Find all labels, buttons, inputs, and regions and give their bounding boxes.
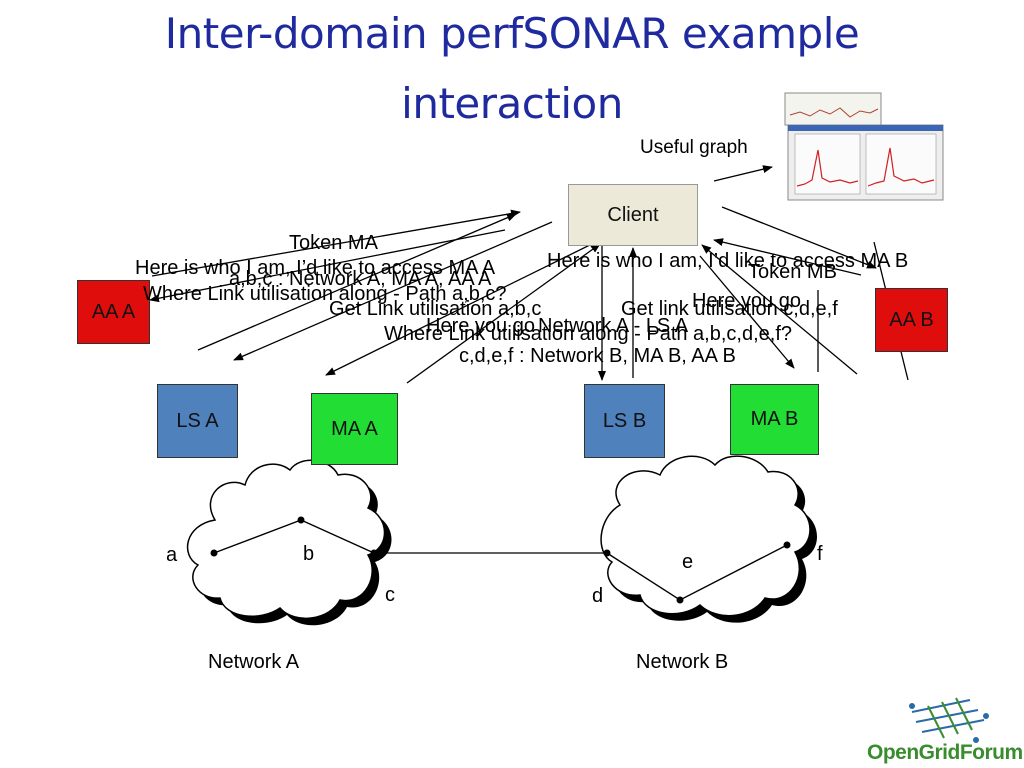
ls-b-box: LS B: [584, 384, 665, 458]
node-b-dot: [297, 516, 305, 524]
ogf-grid-logo-icon: [911, 697, 985, 739]
label-where-link-abc: Where Link utilisation along - Path a,b,…: [143, 283, 507, 305]
arrow-ma-a-reply: [406, 243, 601, 384]
node-label-e: e: [682, 551, 694, 573]
ma-b-box: MA B: [730, 384, 819, 455]
arrow-ma-b-reply: [701, 244, 858, 375]
label-here-you-go-b: Here you go: [692, 290, 801, 312]
slide-title-line1: Inter-domain perfSONAR example: [164, 9, 860, 58]
arrow-to-ma-a: [325, 239, 601, 376]
arrow-to-client-from-ls-a: [197, 213, 517, 351]
node-label-f: f: [817, 543, 823, 565]
network-b-cloud: [600, 455, 817, 623]
ls-a-box: LS A: [157, 384, 238, 458]
arrow-to-ls-a: [233, 221, 553, 361]
arrow-token-mb: [713, 238, 862, 276]
label-abc-network-a: a,b,c : Network A, MA A, AA A: [229, 268, 492, 290]
client-box: Client: [568, 184, 698, 246]
slide-title-line2: interaction: [401, 79, 623, 128]
useful-graph-image: [784, 92, 944, 201]
label-cdef-network-b: c,d,e,f : Network B, MA B, AA B: [459, 345, 736, 367]
node-e-dot: [676, 596, 684, 604]
node-a-dot: [210, 549, 218, 557]
node-label-c: c: [385, 584, 395, 606]
label-where-link-abcdef: Where Link utilisation along - Path a,b,…: [384, 323, 793, 345]
label-here-is-who-a: Here is who I am, I’d like to access MA …: [135, 257, 496, 279]
arrow-to-ma-b: [699, 255, 795, 369]
aa-b-box: AA B: [875, 288, 948, 352]
node-c-dot: [370, 549, 378, 557]
network-b-label: Network B: [636, 651, 729, 673]
network-a-cloud: [186, 459, 392, 626]
label-token-mb: Token MB: [748, 261, 837, 283]
ma-a-box: MA A: [311, 393, 398, 465]
arrow-client-to-graph: [713, 165, 773, 182]
label-network-a-ls-a: Network A - LS A: [538, 315, 689, 337]
ogf-logo-text: OpenGridForum: [867, 741, 1023, 764]
node-label-b: b: [303, 543, 315, 565]
arrow-token-ma: [151, 209, 521, 277]
network-a-label: Network A: [208, 651, 300, 673]
label-useful-graph: Useful graph: [640, 137, 748, 158]
node-f-dot: [783, 541, 791, 549]
arrow-to-aa-a: [149, 229, 506, 303]
arrow-to-aa-b: [721, 206, 877, 269]
label-here-is-who-b: Here is who I am, I’d like to access MA …: [547, 250, 909, 272]
node-label-d: d: [592, 585, 604, 607]
node-label-a: a: [166, 544, 178, 566]
label-get-link-abc: Get Link utilisation a,b,c: [329, 298, 542, 320]
label-get-link-cdef: Get link utilisation c,d,e,f: [621, 298, 838, 320]
label-here-you-go-a: Here you go: [426, 315, 535, 337]
label-token-ma: Token MA: [289, 232, 378, 254]
aa-a-box: AA A: [77, 280, 150, 344]
node-d-dot: [603, 549, 611, 557]
